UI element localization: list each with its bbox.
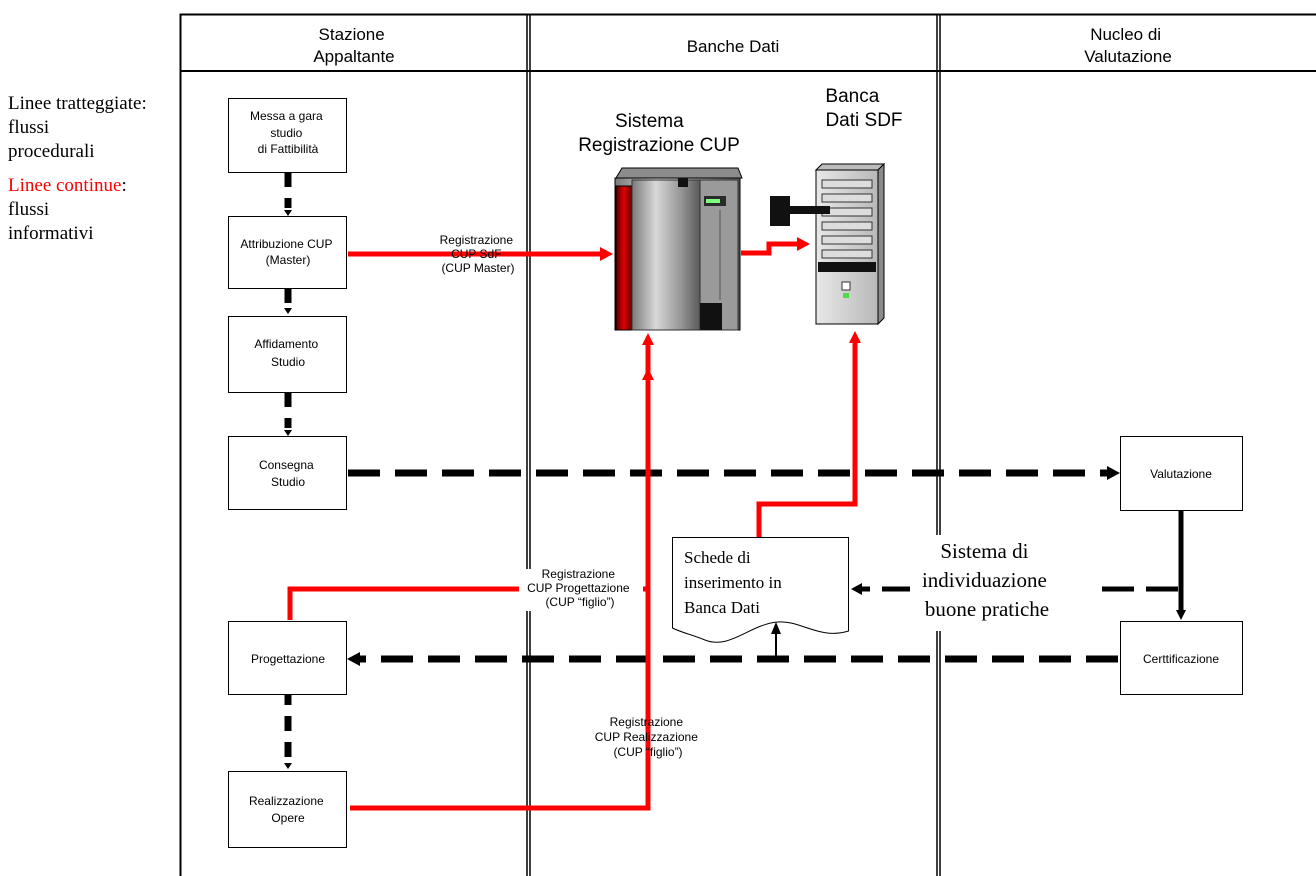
legend: Linee tratteggiate: flussi procedurali L… (8, 92, 168, 256)
legend-solid-sub2: informativi (8, 223, 94, 244)
label-banca-sdf: Banca Dati SDF (825, 86, 902, 131)
arrowhead-schede (851, 583, 862, 595)
buone-pratiche-bg (910, 535, 1090, 631)
box-valutazione: Valutazione (1120, 436, 1243, 511)
label-sistema-cup: Sistema Registrazione CUP (578, 111, 740, 156)
legend-dashed-sub1: flussi (8, 117, 50, 138)
box-messa-a-gara: Messa a gara studio di Fattibilità (228, 98, 347, 173)
swimlane-frame (179, 13, 1316, 876)
svg-text:Progettazione: Progettazione (251, 652, 325, 666)
svg-text:Realizzazione Opere: Realizzazione Opere (249, 794, 327, 825)
document-text: Schede di inserimento in Banca Dati (684, 548, 786, 617)
plug-icon (770, 196, 790, 226)
legend-solid-colon: : (121, 175, 127, 196)
arrowhead-certificazione (1176, 610, 1186, 620)
lane-header-nucleo: Nucleo di Valutazione (1084, 25, 1172, 66)
procedural-arrowheads (284, 210, 292, 769)
legend-solid-sub1: flussi (8, 199, 50, 220)
information-arrowheads (600, 237, 861, 380)
legend-dashed-sub2: procedurali (8, 141, 95, 162)
server-tower-icon (770, 162, 886, 326)
arrowhead-up-schede (771, 622, 781, 634)
lane-header-banche: Banche Dati (687, 37, 780, 56)
information-flows (287, 241, 858, 811)
legend-solid-title: Linee continue (8, 175, 122, 196)
label-reg-sdf: Registrazione CUP SdF (CUP Master) (440, 233, 517, 275)
legend-solid: Linee continue: flussi informativi (8, 174, 168, 246)
label-reg-real: Registrazione CUP Realizzazione (CUP “fi… (595, 715, 702, 759)
svg-text:Attribuzione CUP (Master: Attribuzione CUP (Master) (240, 237, 335, 267)
lane-header-stazione: Stazione Appaltante (313, 25, 394, 66)
label-bg-reg-prog (519, 569, 643, 611)
svg-text:Affidamento Studio: Affidamento Studio (254, 337, 321, 369)
box-certificazione: Certtificazione (1120, 621, 1243, 695)
legend-dashed: Linee tratteggiate: flussi procedurali (8, 92, 168, 164)
mainframe-icon (614, 167, 743, 331)
svg-text:Certtificazione: Certtificazione (1143, 652, 1219, 666)
svg-text:Consegna Studio: Consegna Studio (259, 458, 317, 489)
arrowhead-valutazione (1107, 466, 1120, 480)
arrowhead-progettazione (347, 652, 360, 666)
label-buone-pratiche: Sistema di individuazione buone pratiche (922, 539, 1052, 621)
box-realizzazione-opere: Realizzazione Opere (228, 771, 347, 848)
box-consegna-studio: Consegna Studio (228, 436, 347, 510)
document-schede: Schede di inserimento in Banca Dati (672, 537, 849, 643)
label-reg-prog: Registrazione CUP Progettazione (CUP “fi… (527, 567, 633, 609)
box-attribuzione-cup: Attribuzione CUP (Master) (228, 216, 347, 289)
svg-text:Valutazione: Valutazione (1150, 467, 1212, 481)
box-affidamento-studio: Affidamento Studio (228, 316, 347, 393)
box-progettazione: Progettazione (228, 621, 347, 695)
svg-text:Messa a gara studio: Messa a gara studio di Fattibilità (250, 109, 326, 156)
legend-dashed-title: Linee tratteggiate: (8, 93, 147, 114)
